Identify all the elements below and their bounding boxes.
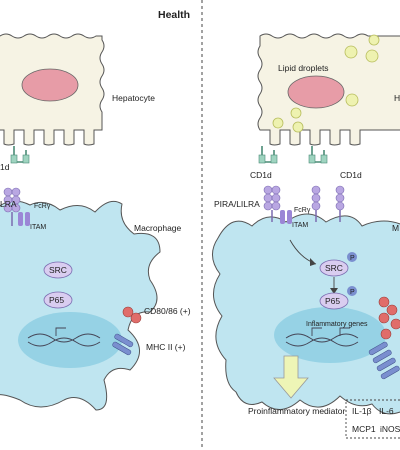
src-label-right: SRC: [325, 263, 343, 273]
hepatocyte-nucleus-right: [287, 75, 345, 109]
cd80-icon: [122, 306, 142, 324]
phospho-label-1: P: [350, 255, 355, 262]
receptor-label-left: LRA: [0, 199, 17, 209]
arrowhead-2: [330, 288, 338, 294]
genes-label: Inflammatory genes: [306, 321, 368, 328]
pir-receptor-right-icon: [263, 185, 345, 224]
hepatocyte-label-left: Hepatocyte: [112, 93, 155, 103]
p65-label-left: P65: [49, 295, 64, 305]
output-arrow-icon: [273, 355, 309, 399]
cytokine-box: [345, 399, 400, 439]
src-protein-right: [319, 259, 349, 277]
cd1d-label-left: 1d: [0, 162, 10, 172]
pir-receptor-icon: [3, 187, 30, 226]
cd1d-left-label-right: CD1d: [250, 170, 272, 180]
cytokine-il1b: IL-1β: [352, 406, 372, 416]
phospho-icon-2: [347, 286, 357, 296]
fcr-label-left: FcRγ: [34, 203, 51, 210]
macrophage-nucleus-left: [18, 312, 122, 368]
macrophage-label-left: Macrophage: [134, 223, 182, 233]
itam-label-right: ITAM: [292, 222, 308, 229]
arrowhead-1: [310, 258, 316, 266]
hepatocyte-label-right: H: [394, 93, 400, 103]
cd1d-right-label-right: CD1d: [340, 170, 362, 180]
src-label-left: SRC: [49, 265, 67, 275]
hepatocyte-nucleus-left: [21, 68, 79, 102]
phospho-icon-1: [347, 252, 357, 262]
p65-label-right: P65: [325, 296, 340, 306]
lipid-label: Lipid droplets: [278, 63, 329, 73]
mediator-label: Proinflammatory mediator: [248, 406, 345, 416]
cytokine-mcp1: MCP1: [352, 424, 376, 434]
dna-icon-left: [27, 327, 101, 347]
cd80-label-left: CD80/86 (+): [144, 306, 191, 316]
receptor-label-right: PIRA/LILRA: [214, 199, 260, 209]
macrophage-nucleus-right: [274, 307, 386, 363]
cd1d-right-icon: [258, 146, 328, 164]
cytokine-il6: IL-6: [379, 406, 394, 416]
mhc-label-left: MHC II (+): [146, 342, 186, 352]
p65-protein-right: [319, 292, 349, 310]
itam-label-left: ITAM: [30, 224, 46, 231]
fcr-label-right: FcRγ: [294, 207, 311, 214]
phospho-label-2: P: [350, 289, 355, 296]
p65-protein-left: [43, 291, 73, 309]
cd80-cluster-icon: [378, 296, 400, 340]
dna-icon-right: [285, 327, 359, 347]
src-protein-left: [43, 261, 73, 279]
page-title: Health: [158, 9, 190, 21]
lipid-droplets-icon: [272, 34, 380, 133]
mhc-cluster-icon: [368, 341, 400, 380]
cd1d-icon: [10, 146, 30, 164]
cytokine-inos: iNOS: [380, 424, 400, 434]
macrophage-label-right: M: [392, 223, 399, 233]
mhc-icon: [112, 333, 134, 356]
